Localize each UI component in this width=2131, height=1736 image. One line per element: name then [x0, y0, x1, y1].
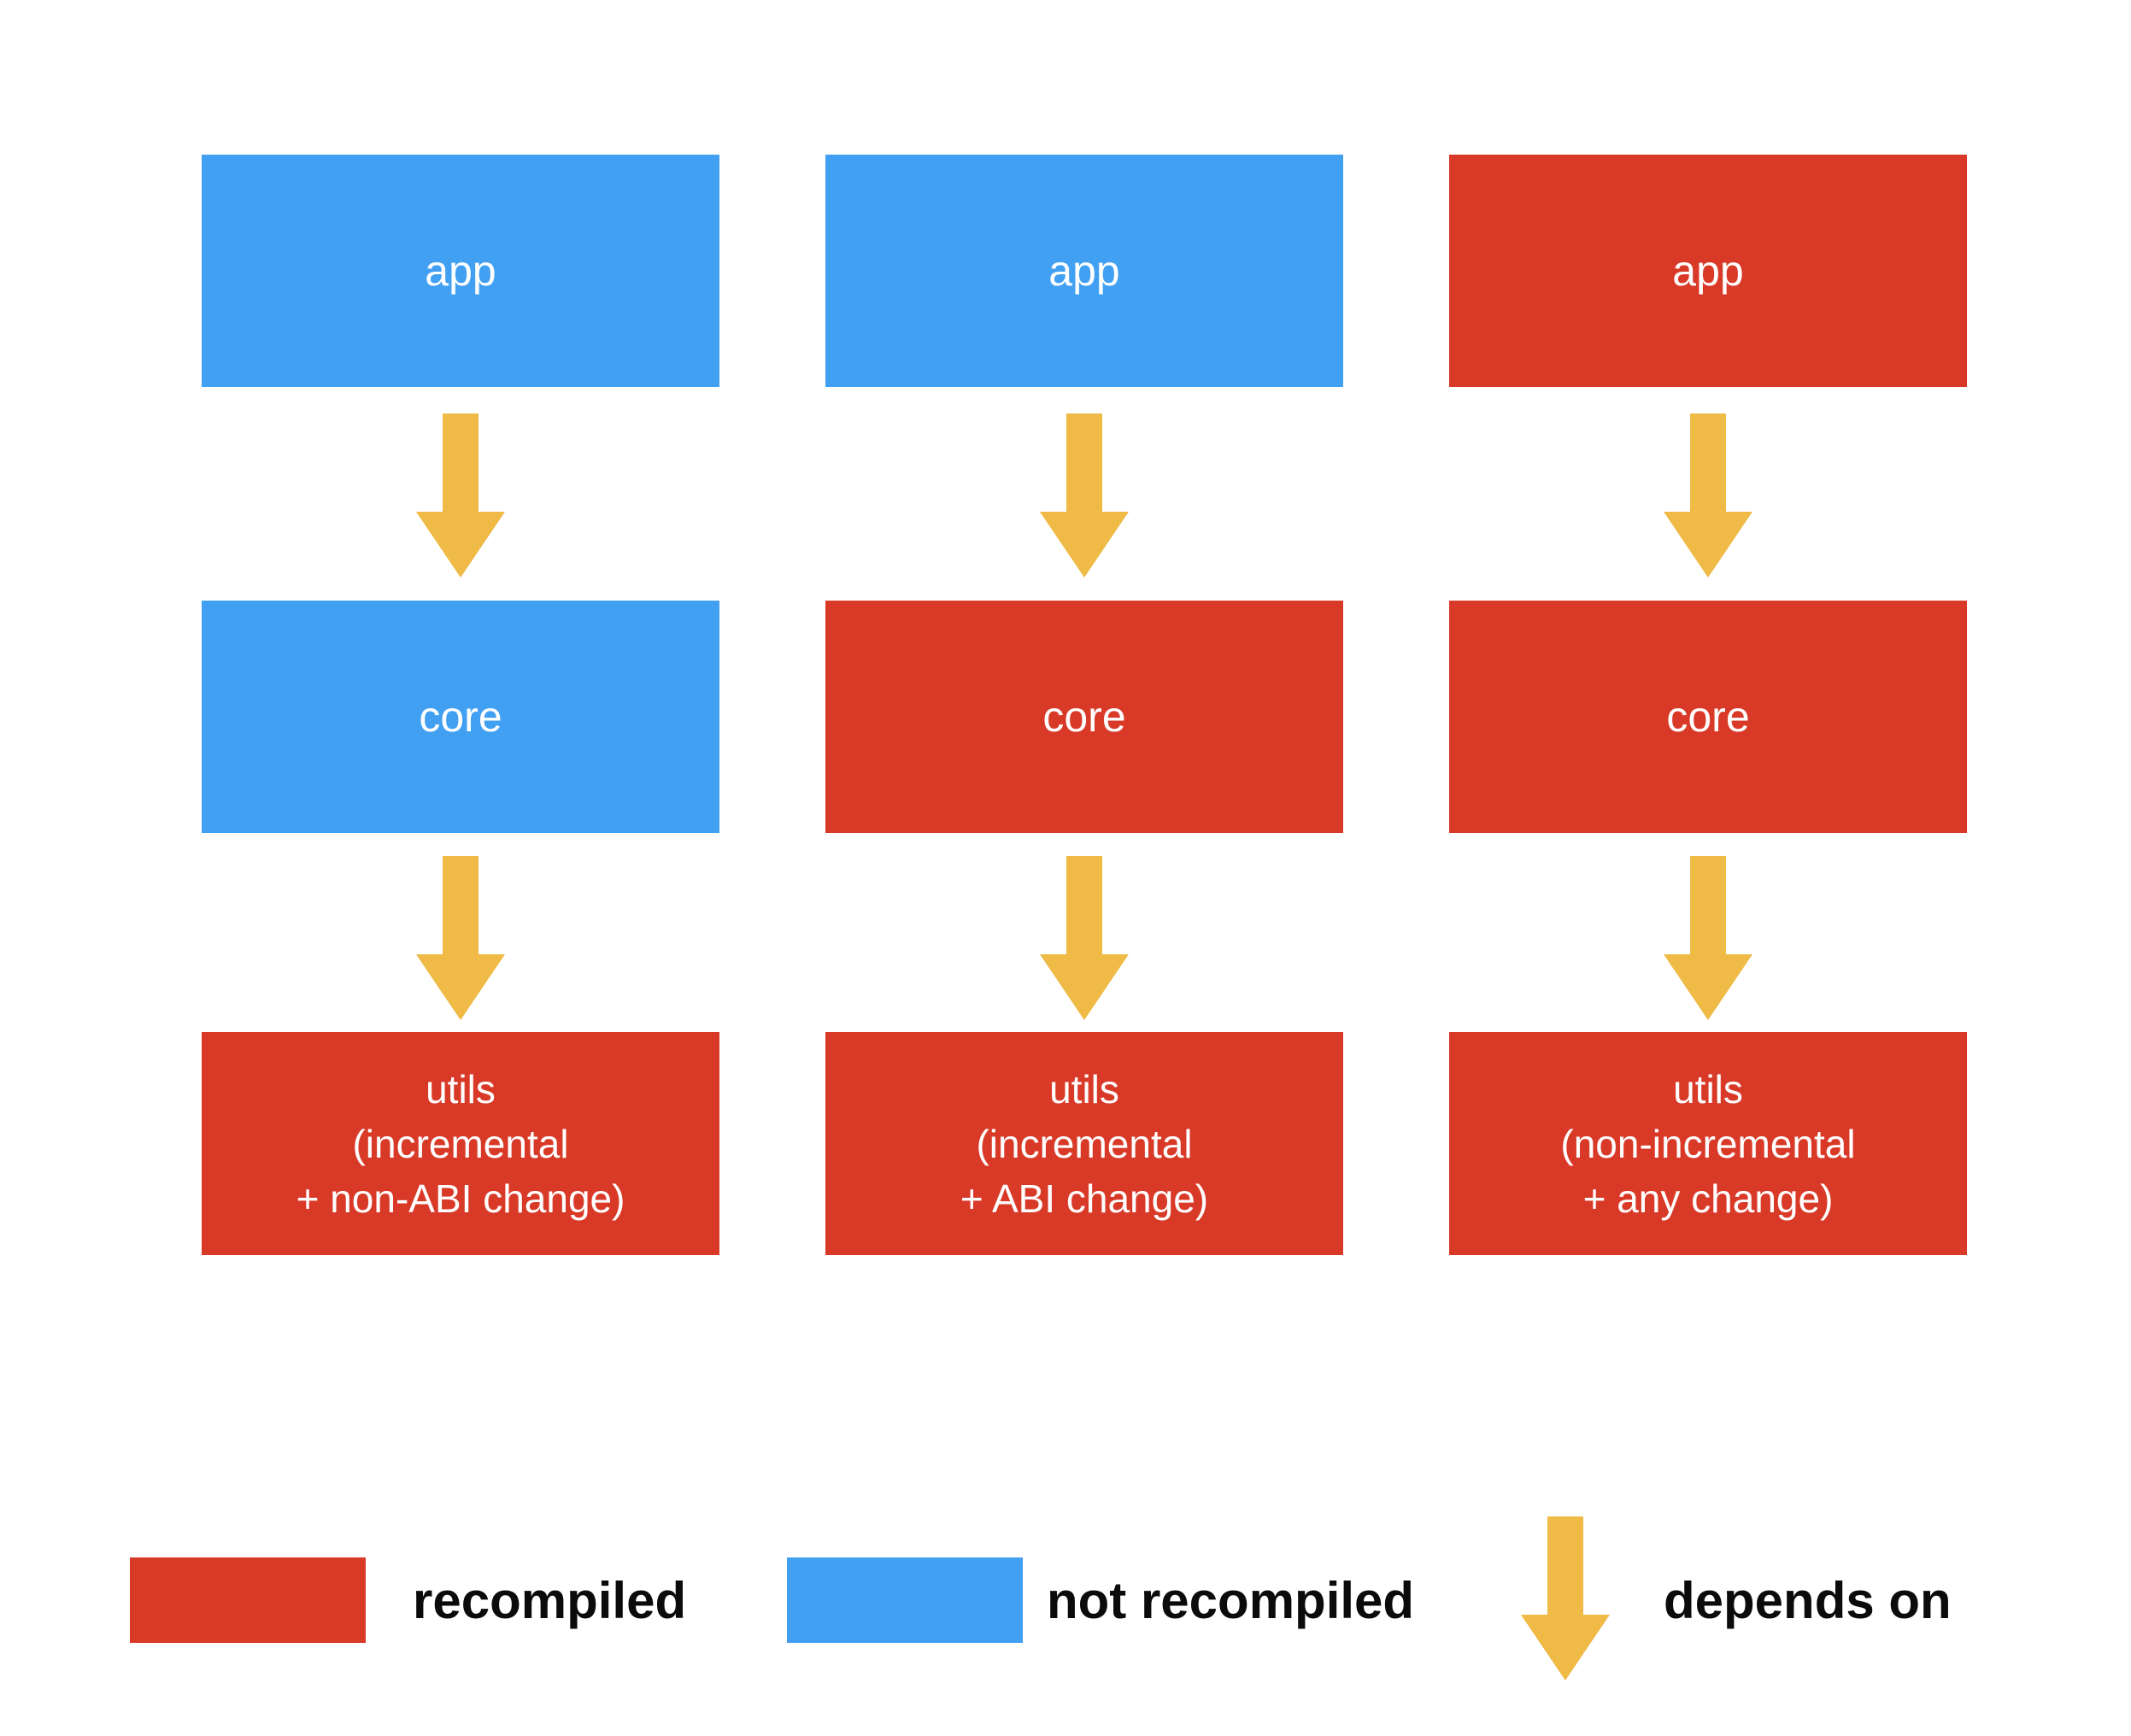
depends-on-arrow-icon	[1664, 856, 1752, 1020]
node-label-line: + any change)	[1582, 1176, 1834, 1221]
node-label-line: (incremental	[976, 1121, 1193, 1166]
node-label-line: utils	[426, 1066, 496, 1111]
legend-swatch-recompiled	[130, 1557, 366, 1643]
depends-on-arrow-icon	[1040, 856, 1129, 1020]
depends-on-arrow-icon	[416, 856, 505, 1020]
node-core-col2: core	[825, 601, 1343, 833]
node-utils-col1: utils (incremental + non-ABI change)	[202, 1032, 719, 1255]
legend-label-not-recompiled: not recompiled	[1047, 1571, 1415, 1629]
node-label-line: + ABI change)	[960, 1176, 1209, 1221]
node-label: core	[1666, 693, 1750, 741]
node-label: app	[425, 247, 496, 295]
legend-label-recompiled: recompiled	[413, 1571, 687, 1629]
node-label: app	[1672, 247, 1744, 295]
legend-depends-on-arrow-icon	[1521, 1516, 1610, 1680]
node-label-line: utils	[1049, 1066, 1119, 1111]
node-label-line: utils	[1673, 1066, 1743, 1111]
legend-swatch-not-recompiled	[787, 1557, 1023, 1643]
node-app-col3: app	[1449, 155, 1967, 387]
node-core-col3: core	[1449, 601, 1967, 833]
node-utils-col2: utils (incremental + ABI change)	[825, 1032, 1343, 1255]
node-label-line: (non-incremental	[1560, 1121, 1856, 1166]
node-core-col1: core	[202, 601, 719, 833]
node-label: core	[1042, 693, 1126, 741]
node-app-col2: app	[825, 155, 1343, 387]
node-app-col1: app	[202, 155, 719, 387]
node-utils-col3: utils (non-incremental + any change)	[1449, 1032, 1967, 1255]
node-label: core	[419, 693, 502, 741]
depends-on-arrow-icon	[416, 413, 505, 578]
legend-label-depends-on: depends on	[1664, 1571, 1952, 1629]
node-label-line: + non-ABI change)	[296, 1176, 625, 1221]
depends-on-arrow-icon	[1040, 413, 1129, 578]
node-label-line: (incremental	[352, 1121, 569, 1166]
depends-on-arrow-icon	[1664, 413, 1752, 578]
node-label: app	[1048, 247, 1120, 295]
